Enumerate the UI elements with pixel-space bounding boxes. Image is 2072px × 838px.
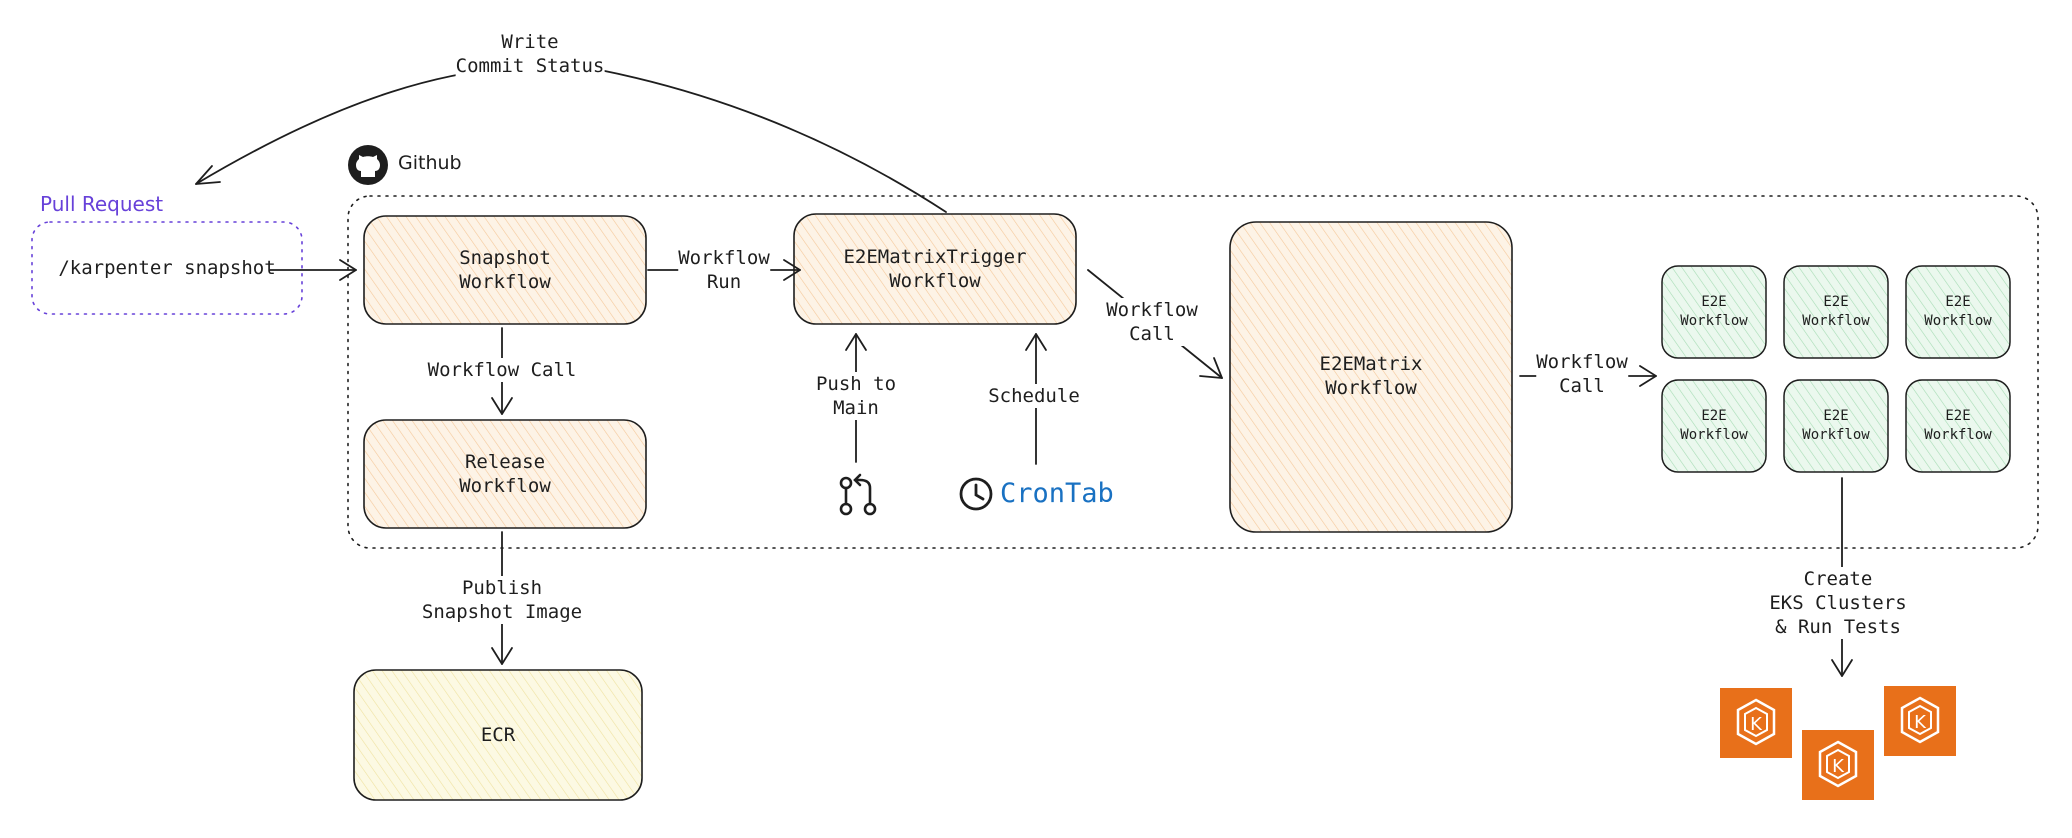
pr-command: /karpenter snapshot (58, 257, 276, 279)
edge-label-workflow-call-e2e: Workflow Call (1536, 350, 1628, 398)
github-icon (348, 145, 388, 185)
arrowhead (1639, 365, 1657, 387)
ecr-node (353, 669, 643, 801)
edge-label-create-eks: Create EKS Clusters & Run Tests (1769, 567, 1907, 639)
eks-icon (1720, 688, 1792, 758)
snapshot-workflow-node (363, 215, 647, 325)
edge-label-publish-snapshot: Publish Snapshot Image (421, 576, 583, 624)
arrowhead (845, 333, 867, 351)
e2e-matrix-trigger-node (793, 213, 1077, 325)
arrowhead (783, 259, 801, 281)
arrow-write-commit-status (195, 65, 947, 213)
e2e-workflow-node (1661, 265, 1767, 359)
eks-icon (1884, 686, 1956, 756)
edge-label-write-commit-status: Write Commit Status (455, 30, 605, 78)
eks-glyph: K (1750, 714, 1763, 735)
snapshot-workflow-label: Snapshot Workflow (459, 247, 551, 293)
eks-icon (1802, 730, 1874, 800)
release-workflow-node (363, 419, 647, 529)
e2e-workflow-node (1783, 379, 1889, 473)
crontab-label: CronTab (1000, 478, 1114, 509)
github-label: Github (398, 152, 462, 174)
arrowhead (1025, 333, 1047, 351)
eks-glyph: K (1914, 712, 1927, 733)
e2e-workflow-label: E2E Workflow (1680, 294, 1748, 329)
arrowhead (339, 259, 357, 281)
e2e-workflow-label: E2E Workflow (1680, 408, 1748, 443)
github-container (347, 195, 2039, 549)
e2e-workflow-label: E2E Workflow (1924, 408, 1992, 443)
arrowhead (195, 165, 221, 185)
edge-label-workflow-run: Workflow Run (678, 246, 770, 294)
e2e-workflow-node (1783, 265, 1889, 359)
pull-request-box (31, 221, 303, 315)
e2e-matrix-label: E2EMatrix Workflow (1319, 353, 1423, 399)
clock-icon (959, 477, 993, 511)
e2e-matrix-node (1229, 221, 1513, 533)
release-workflow-label: Release Workflow (459, 451, 551, 497)
e2e-workflow-label: E2E Workflow (1802, 408, 1870, 443)
arrowhead (1831, 659, 1853, 677)
arrowhead (1199, 357, 1223, 379)
ecr-label: ECR (480, 724, 516, 746)
e2e-workflow-node (1905, 379, 2011, 473)
edge-label-push-to-main: Push to Main (815, 372, 897, 420)
e2e-matrix-trigger-label: E2EMatrixTrigger Workflow (843, 246, 1027, 292)
edge-label-workflow-call-release: Workflow Call (427, 358, 577, 382)
pull-request-title: Pull Request (40, 192, 164, 216)
e2e-workflow-label: E2E Workflow (1802, 294, 1870, 329)
eks-glyph: K (1832, 756, 1845, 777)
arrowhead (491, 397, 513, 415)
e2e-workflow-label: E2E Workflow (1924, 294, 1992, 329)
edge-label-schedule: Schedule (988, 384, 1080, 408)
e2e-workflow-node (1905, 265, 2011, 359)
e2e-workflow-node (1661, 379, 1767, 473)
arrowhead (491, 647, 513, 665)
git-pull-request-icon (839, 473, 877, 516)
edge-label-workflow-call-matrix: Workflow Call (1106, 298, 1198, 346)
